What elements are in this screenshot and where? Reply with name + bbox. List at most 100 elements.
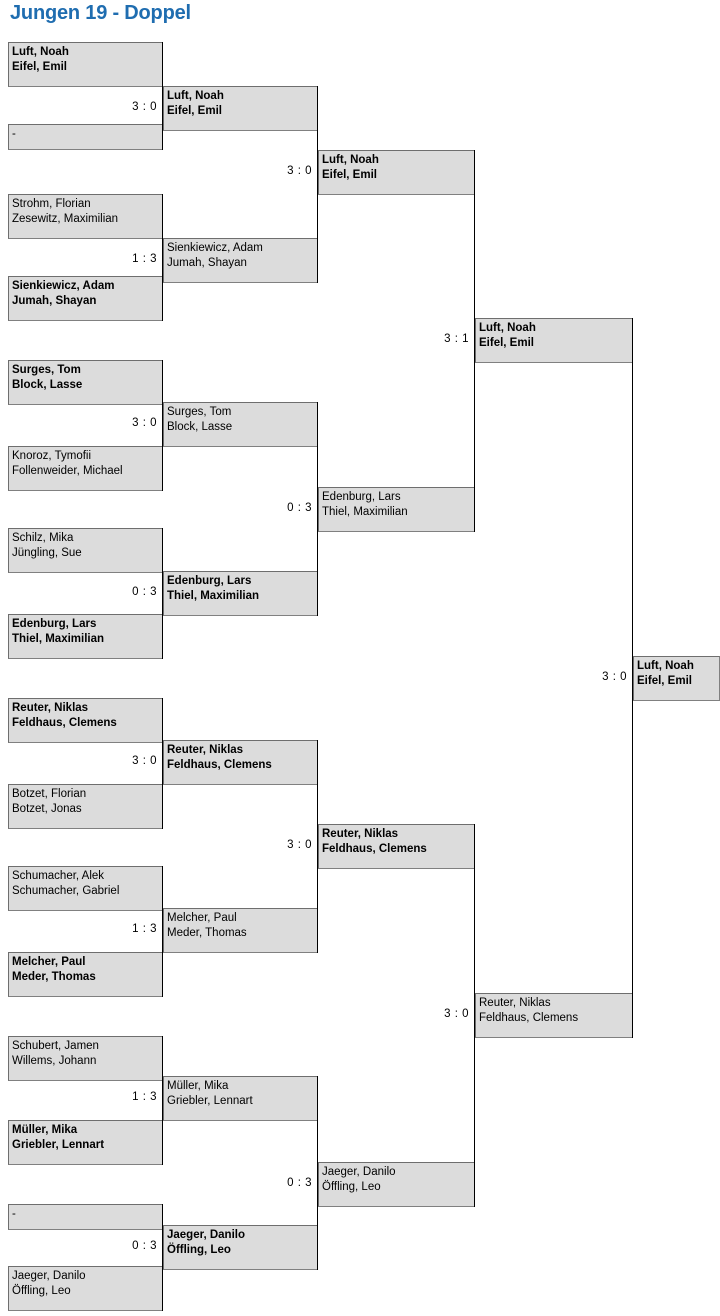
team-player-2: Feldhaus, Clemens [12,717,117,729]
bracket-connector-vertical [632,318,633,1038]
round1-score-1: 3 : 0 [132,101,157,113]
team-player-2: Eifel, Emil [322,169,377,181]
team-player-1: Edenburg, Lars [12,618,97,630]
team-player-2: Öffling, Leo [322,1181,381,1193]
team-player-2: Block, Lasse [167,421,233,433]
bracket-connector-vertical [162,1204,163,1311]
bracket-connector-vertical [474,824,475,1207]
round2-score-1: 3 : 0 [287,165,312,177]
team-player-2: Schumacher, Gabriel [12,885,120,897]
team-player-1: Reuter, Niklas [167,744,244,756]
team-player-1: Surges, Tom [167,406,232,418]
team-player-1: Müller, Mika [12,1124,78,1136]
team-player-2: Thiel, Maximilian [322,506,408,518]
round1-score-2: 1 : 3 [132,253,157,265]
team-player-2: Zesewitz, Maximilian [12,213,119,225]
team-player-2: Thiel, Maximilian [12,633,105,645]
team-player-2: Eifel, Emil [637,675,692,687]
team-player-1: Melcher, Paul [167,912,237,924]
bracket-connector-vertical [162,360,163,491]
team-player-2: Thiel, Maximilian [167,590,260,602]
team-player-1: Botzet, Florian [12,788,87,800]
team-player-1: Surges, Tom [12,364,81,376]
team-player-1: Reuter, Niklas [322,828,399,840]
round3-score-2: 3 : 0 [444,1008,469,1020]
team-player-1: Sienkiewicz, Adam [167,242,263,254]
team-player-2: Meder, Thomas [12,971,96,983]
team-player-2: Öffling, Leo [167,1244,231,1256]
bracket-connector-vertical [162,866,163,997]
bracket-connector-vertical [317,86,318,283]
bracket-connector-vertical [162,42,163,150]
round1-score-6: 1 : 3 [132,923,157,935]
team-player-2: Block, Lasse [12,379,83,391]
bracket-connector-vertical [317,402,318,616]
team-player-2: Feldhaus, Clemens [167,759,272,771]
team-player-1: Luft, Noah [322,154,379,166]
team-player-1: Edenburg, Lars [322,491,401,503]
team-player-1: Edenburg, Lars [167,575,252,587]
bracket-connector-vertical [162,528,163,659]
team-player-2: Öffling, Leo [12,1285,71,1297]
bracket-connector-vertical [162,194,163,321]
bracket-connector-vertical [317,740,318,953]
team-player-2: Eifel, Emil [12,61,67,73]
bracket-connector-vertical [317,1076,318,1270]
team-player-1: Müller, Mika [167,1080,229,1092]
round1-score-8: 0 : 3 [132,1240,157,1252]
team-player-1: Jaeger, Danilo [12,1270,86,1282]
round2-score-4: 0 : 3 [287,1177,312,1189]
team-player-1: - [12,1208,16,1220]
round2-score-2: 0 : 3 [287,502,312,514]
team-player-2: Eifel, Emil [479,337,534,349]
round1-score-7: 1 : 3 [132,1091,157,1103]
team-player-1: Reuter, Niklas [479,997,551,1009]
page-title: Jungen 19 - Doppel [10,2,191,24]
team-player-1: Jaeger, Danilo [167,1229,245,1241]
round1-score-5: 3 : 0 [132,755,157,767]
bracket-connector-vertical [162,698,163,829]
team-player-2: Follenweider, Michael [12,465,123,477]
team-player-2: Jumah, Shayan [12,295,97,307]
team-player-1: Strohm, Florian [12,198,91,210]
round1-team-box-2[interactable]: - [8,124,163,150]
round4-score-1: 3 : 0 [602,671,627,683]
round1-score-4: 0 : 3 [132,586,157,598]
team-player-2: Griebler, Lennart [167,1095,253,1107]
team-player-1: Luft, Noah [637,660,694,672]
team-player-2: Jüngling, Sue [12,547,82,559]
team-player-1: Knoroz, Tymofii [12,450,92,462]
team-player-2: Meder, Thomas [167,927,247,939]
round1-team-box-15[interactable]: - [8,1204,163,1230]
team-player-1: Jaeger, Danilo [322,1166,396,1178]
